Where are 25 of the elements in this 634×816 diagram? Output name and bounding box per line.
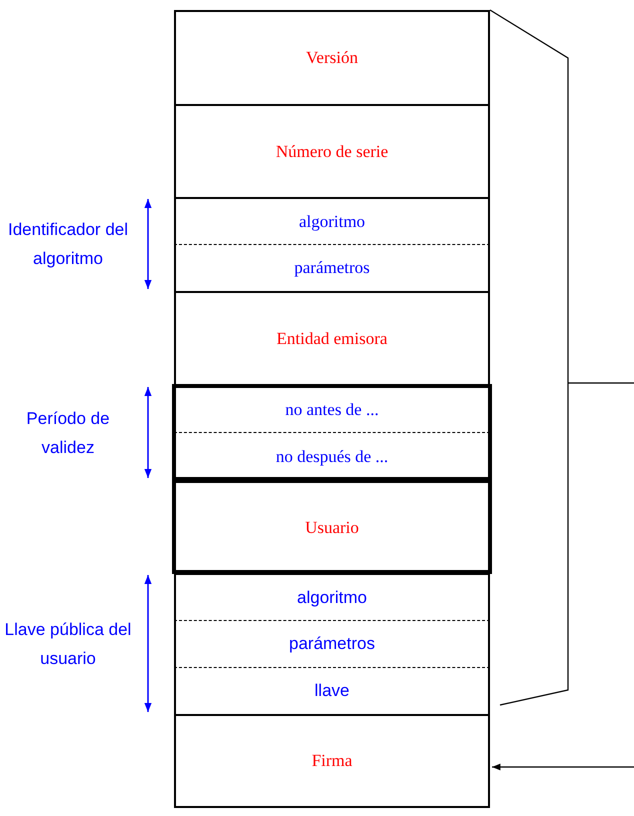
field-cell (174, 10, 490, 104)
field-label: algoritmo (298, 212, 366, 232)
field-cell (174, 291, 490, 385)
field-cell (174, 714, 490, 808)
section-label: Llave pública del usuario (4, 618, 132, 670)
section-label: Período de validez (25, 408, 111, 458)
field-label: llave (314, 681, 350, 701)
field-label: no después de ... (276, 446, 388, 466)
field-cell (174, 573, 490, 620)
field-cell (174, 620, 490, 667)
field-label: algoritmo (297, 588, 367, 608)
field-label: parámetros (289, 634, 375, 654)
field-label: Usuario (305, 518, 359, 538)
field-cell (174, 197, 490, 244)
field-label: Entidad emisora (276, 329, 388, 349)
field-cell (174, 104, 490, 197)
field-label: parámetros (294, 258, 370, 278)
section-label: Identificador del algoritmo (6, 219, 130, 270)
field-label: Firma (312, 751, 352, 771)
field-cell (174, 667, 490, 714)
field-label: no antes de ... (285, 400, 379, 420)
field-label: Número de serie (276, 142, 388, 162)
field-cell (174, 244, 490, 291)
field-label: Versión (306, 48, 358, 68)
arrow (492, 764, 634, 770)
